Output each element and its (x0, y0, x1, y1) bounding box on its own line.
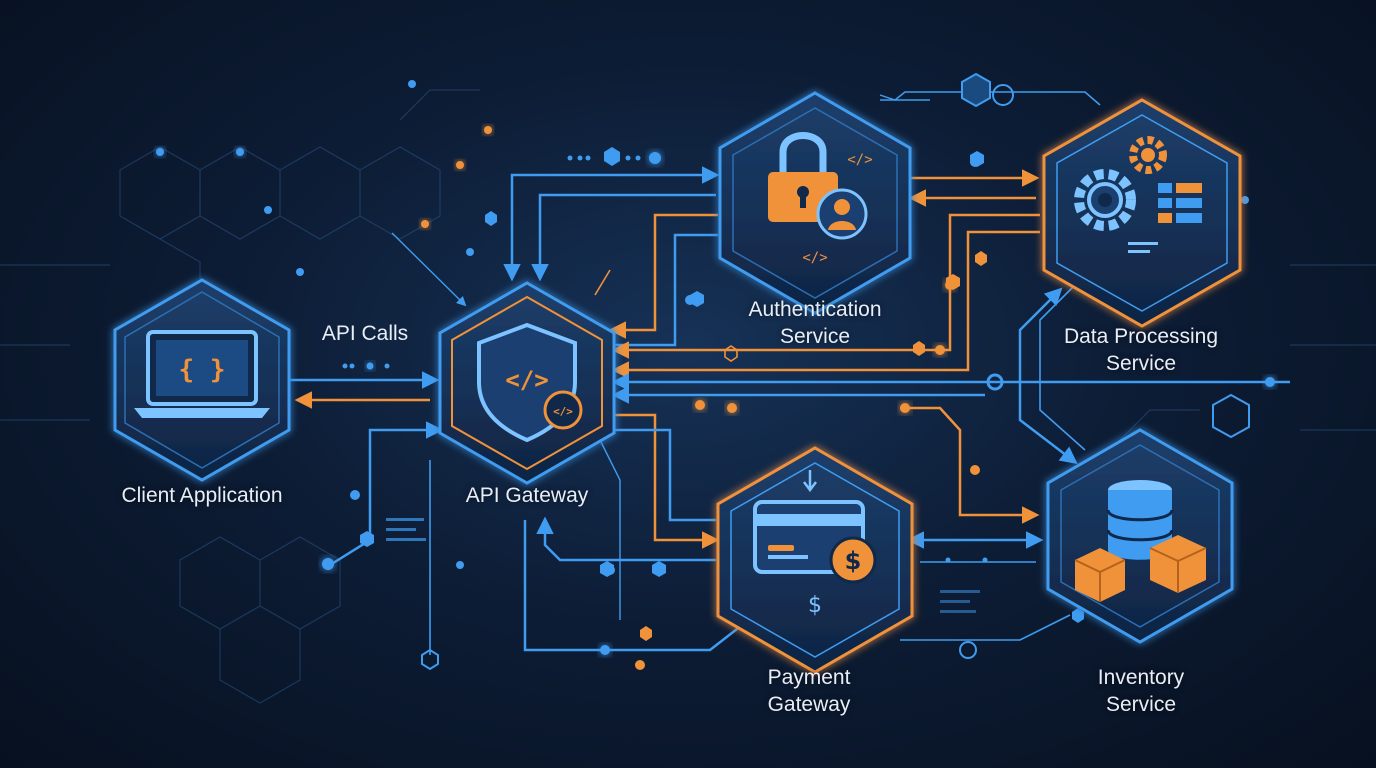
svg-text:</>: </> (553, 405, 573, 418)
edge-data-to-inventory (1018, 287, 1078, 465)
svg-text:$: $ (808, 593, 822, 618)
node-data-processing-service (1042, 98, 1242, 328)
edge-gateway-to-auth-top (503, 166, 720, 282)
shield-code-icon: </> </> (477, 322, 583, 443)
label-inventory-service: Inventory Service (1097, 666, 1185, 716)
svg-text:</>: </> (505, 366, 548, 394)
node-api-gateway: </> </> (438, 281, 616, 485)
edge-gateway-to-payment (615, 413, 720, 549)
edge-gateway-to-inventory (900, 406, 1040, 524)
small-hexes (360, 72, 1250, 671)
node-inventory-service (1046, 428, 1234, 644)
label-api-gateway: API Gateway (465, 484, 589, 507)
edge-label-api-calls: API Calls (321, 322, 409, 345)
edge-payment-to-gateway (523, 520, 758, 652)
label-authentication-service: Authentication Service (748, 298, 882, 348)
label-payment-gateway: Payment Gateway (767, 666, 851, 716)
database-boxes-icon (1074, 480, 1207, 602)
connectors (290, 91, 1290, 655)
lock-user-icon: </> </> (768, 132, 873, 266)
background-circuit (0, 89, 1376, 704)
edge-auth-to-gateway (608, 213, 718, 339)
laptop-code-icon: { } (134, 330, 270, 418)
label-data-processing-service: Data Processing Service (1063, 325, 1219, 375)
label-client-application: Client Application (121, 484, 283, 507)
credit-card-dollar-icon: $ $ (753, 470, 877, 618)
svg-text:</>: </> (847, 152, 872, 168)
svg-text:$: $ (845, 547, 862, 575)
edge-gateway-to-auth (531, 193, 716, 282)
node-client-application: { } (113, 278, 291, 482)
svg-text:</>: </> (802, 250, 827, 266)
node-authentication-service: </> </> (718, 91, 912, 315)
svg-text:{ }: { } (179, 355, 226, 385)
dot-strips (342, 155, 988, 613)
node-payment-gateway: $ $ (716, 446, 914, 674)
gears-table-icon (1074, 136, 1202, 253)
